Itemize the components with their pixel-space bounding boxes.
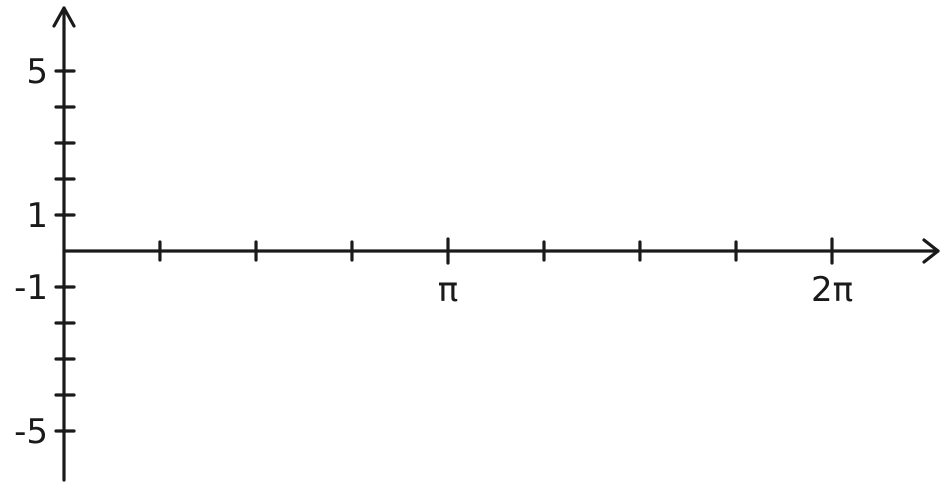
ticks [54,69,834,433]
y-tick-label-0: 5 [26,52,48,92]
y-tick-label-2: -1 [14,268,48,308]
y-tick-label-3: -5 [14,412,48,452]
x-tick-label-1: 2π [811,270,853,310]
y-tick-label-1: 1 [26,196,48,236]
tick-labels: π 2π 5 1 -1 -5 [14,52,853,452]
axes [52,6,940,482]
x-axis-arrowhead [922,238,940,264]
y-axis-arrowhead [52,6,76,28]
x-tick-label-0: π [438,270,458,310]
